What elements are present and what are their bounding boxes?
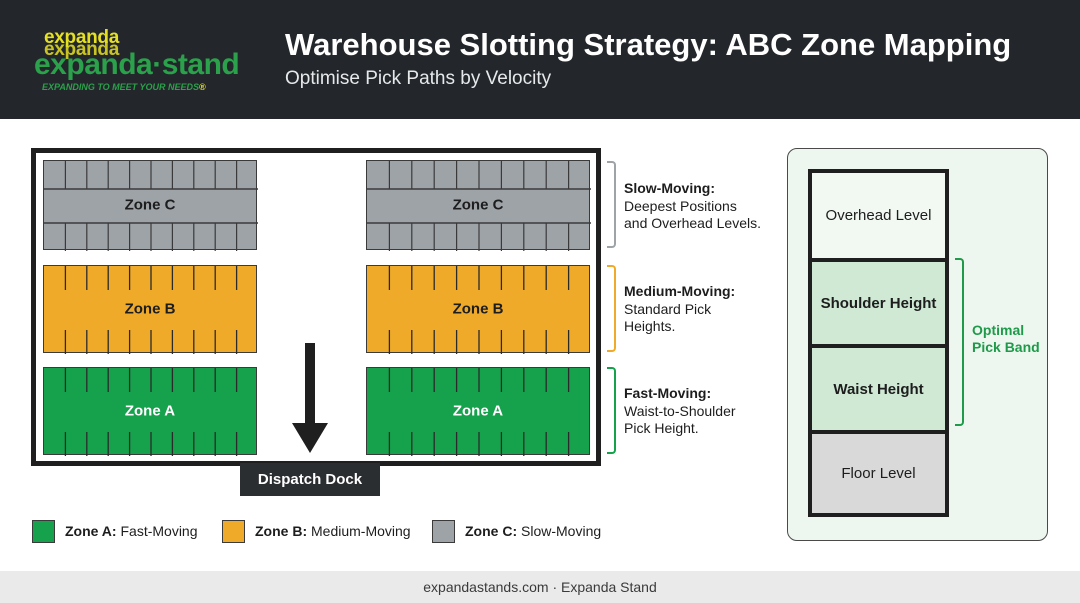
legend-zone: Zone C: — [465, 523, 518, 539]
rack-zone-a-right: Zone A — [366, 367, 590, 456]
rack-label: Zone A — [452, 402, 504, 420]
rack-zone-b-left: Zone B — [43, 265, 257, 354]
legend-zone: Zone B: — [255, 523, 308, 539]
rack-bay-lines — [367, 161, 591, 251]
logo-top-word: expanda — [44, 27, 119, 48]
legend-desc: Slow-Moving — [517, 523, 602, 539]
level-divider — [812, 430, 945, 434]
note-line: Deepest Positions — [624, 197, 737, 214]
rack-label: Zone C — [124, 196, 176, 214]
slow-moving-bracket — [607, 161, 616, 248]
down-arrow-icon — [292, 343, 328, 453]
slow-moving-note: Slow-Moving: Deepest Positions and Overh… — [624, 180, 761, 233]
shelf-height-stack: Overhead Level Shoulder Height Waist Hei… — [808, 169, 949, 517]
rack-bay-lines — [388, 368, 570, 456]
logo-top-word-shadow: expanda — [44, 39, 119, 60]
page-subtitle: Optimise Pick Paths by Velocity — [285, 68, 552, 89]
rack-bay-lines — [64, 266, 238, 354]
rack-zone-c-right: Zone C — [366, 160, 591, 251]
optimal-label-line: Optimal — [972, 322, 1025, 338]
level-divider — [812, 258, 945, 262]
medium-moving-note: Medium-Moving: Standard Pick Heights. — [624, 283, 735, 336]
page-title: Warehouse Slotting Strategy: ABC Zone Ma… — [285, 27, 1012, 62]
footer-credit: expandastands.com · Expanda Stand — [0, 571, 1080, 603]
legend-zone: Zone A: — [65, 523, 117, 539]
rack-label: Zone A — [124, 402, 176, 420]
legend-swatch — [432, 520, 455, 543]
note-line: Pick Height. — [624, 420, 699, 436]
legend-swatch — [222, 520, 245, 543]
rack-zone-a-left: Zone A — [43, 367, 257, 456]
logo-tagline-text: EXPANDING TO MEET YOUR NEEDS — [42, 82, 200, 92]
legend-text: Zone C: Slow-Moving — [465, 523, 601, 539]
rack-label: Zone B — [452, 300, 504, 318]
optimal-band-bracket — [955, 258, 964, 426]
note-line: Heights. — [624, 318, 676, 334]
medium-moving-bracket — [607, 265, 616, 352]
optimal-label-line: Pick Band — [972, 339, 1040, 355]
rack-bay-lines — [388, 266, 570, 354]
dispatch-dock-label: Dispatch Dock — [240, 463, 380, 496]
logo-tagline: EXPANDING TO MEET YOUR NEEDS® — [42, 82, 206, 92]
rack-bay-lines — [64, 368, 238, 456]
note-line: Standard Pick — [624, 300, 712, 317]
legend-desc: Fast-Moving — [116, 523, 198, 539]
overhead-level: Overhead Level — [812, 173, 945, 258]
note-title: Fast-Moving: — [624, 385, 712, 401]
floor-level: Floor Level — [812, 434, 945, 513]
rack-bay-lines — [44, 161, 258, 251]
optimal-pick-band-label: Optimal Pick Band — [972, 322, 1040, 356]
level-divider — [812, 344, 945, 348]
shoulder-height-level: Shoulder Height — [812, 262, 945, 344]
fast-moving-note: Fast-Moving: Waist-to-Shoulder Pick Heig… — [624, 385, 736, 438]
legend-swatch — [32, 520, 55, 543]
rack-label: Zone B — [124, 300, 176, 318]
rack-label: Zone C — [452, 196, 504, 214]
note-title: Slow-Moving: — [624, 180, 715, 196]
legend-text: Zone B: Medium-Moving — [255, 523, 411, 539]
waist-height-level: Waist Height — [812, 348, 945, 430]
logo-trademark: ® — [199, 82, 206, 92]
note-line: and Overhead Levels. — [624, 215, 761, 231]
legend-text: Zone A: Fast-Moving — [65, 523, 198, 539]
legend-desc: Medium-Moving — [307, 523, 411, 539]
note-line: Waist-to-Shoulder — [624, 402, 736, 419]
header-bar: expanda expanda expanda·stand EXPANDING … — [0, 0, 1080, 119]
note-title: Medium-Moving: — [624, 283, 736, 299]
rack-zone-c-left: Zone C — [43, 160, 258, 251]
rack-zone-b-right: Zone B — [366, 265, 590, 354]
warehouse-floor-plan: Zone C Zone C Zone B Zone B Zone A Zone … — [31, 148, 601, 466]
expanda-stand-logo: expanda expanda expanda·stand EXPANDING … — [34, 27, 240, 92]
logo-main-word: expanda·stand — [34, 48, 240, 81]
fast-moving-bracket — [607, 367, 616, 454]
